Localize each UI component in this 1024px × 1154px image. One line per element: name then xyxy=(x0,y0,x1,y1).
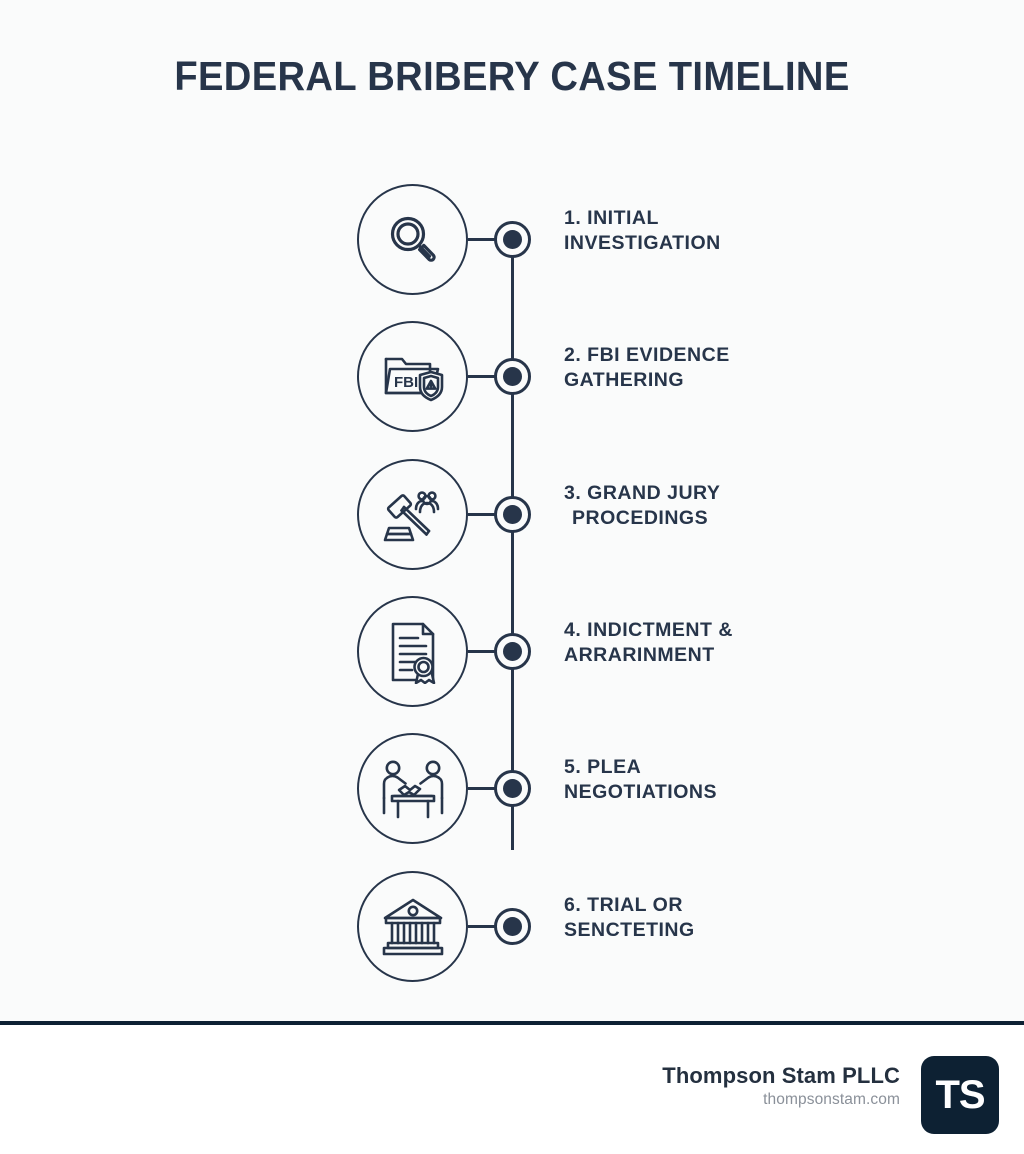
footer: Thompson Stam PLLC thompsonstam.com TS xyxy=(0,1025,1024,1154)
step-label-line2: NEGOTIATIONS xyxy=(564,781,717,803)
timeline-node-1[interactable] xyxy=(494,221,531,258)
node-dot xyxy=(503,917,522,936)
step-label-3: 3. GRAND JURY PROCEDINGS xyxy=(564,481,944,531)
timeline-node-3[interactable] xyxy=(494,496,531,533)
timeline-step-5[interactable]: 5. PLEA NEGOTIATIONS xyxy=(0,719,1024,844)
step-label-4: 4. INDICTMENT & ARRARINMENT xyxy=(564,618,944,668)
poster-canvas: FEDERAL BRIBERY CASE TIMELINE 1. INITIAL… xyxy=(0,53,1024,1000)
timeline-node-6[interactable] xyxy=(494,908,531,945)
node-dot xyxy=(503,230,522,249)
node-dot xyxy=(503,367,522,386)
timeline-step-1[interactable]: 1. INITIAL INVESTIGATION xyxy=(0,170,1024,295)
gavel-jury-icon xyxy=(357,459,468,570)
footer-divider xyxy=(0,1021,1024,1025)
timeline-step-6[interactable]: 6. TRIAL OR SENCTETING xyxy=(0,857,1024,982)
step-label-line2: GATHERING xyxy=(564,369,685,391)
firm-block: Thompson Stam PLLC thompsonstam.com xyxy=(662,1062,900,1110)
courthouse-icon xyxy=(357,871,468,982)
timeline-spine xyxy=(511,230,514,850)
firm-website[interactable]: thompsonstam.com xyxy=(763,1091,900,1108)
handshake-table-icon xyxy=(357,733,468,844)
step-connector xyxy=(468,925,496,928)
magnifying-glass-icon xyxy=(357,184,468,295)
timeline-step-3[interactable]: 3. GRAND JURY PROCEDINGS xyxy=(0,445,1024,570)
step-label-5: 5. PLEA NEGOTIATIONS xyxy=(564,755,944,805)
step-connector xyxy=(468,650,496,653)
step-connector xyxy=(468,513,496,516)
step-label-line1: 4. INDICTMENT & xyxy=(564,619,733,641)
timeline: 1. INITIAL INVESTIGATION FBI xyxy=(0,160,1024,1000)
step-connector xyxy=(468,238,496,241)
timeline-node-4[interactable] xyxy=(494,633,531,670)
node-dot xyxy=(503,505,522,524)
step-label-line1: 5. PLEA xyxy=(564,756,642,778)
timeline-step-2[interactable]: FBI 2. FBI EVIDENCE GATHERING xyxy=(0,307,1024,432)
svg-text:FBI: FBI xyxy=(394,374,418,391)
step-connector xyxy=(468,787,496,790)
step-label-line1: 3. GRAND JURY xyxy=(564,482,721,504)
step-label-line1: 1. INITIAL xyxy=(564,207,659,229)
timeline-step-4[interactable]: 4. INDICTMENT & ARRARINMENT xyxy=(0,582,1024,707)
fbi-folder-badge-icon: FBI xyxy=(357,321,468,432)
step-label-line2: SENCTETING xyxy=(564,919,695,941)
firm-name: Thompson Stam PLLC xyxy=(662,1063,900,1088)
step-label-line2: INVESTIGATION xyxy=(564,232,721,254)
node-dot xyxy=(503,642,522,661)
step-label-line2: ARRARINMENT xyxy=(564,644,715,666)
timeline-node-5[interactable] xyxy=(494,770,531,807)
step-label-6: 6. TRIAL OR SENCTETING xyxy=(564,893,944,943)
step-label-line2: PROCEDINGS xyxy=(572,507,709,529)
step-label-1: 1. INITIAL INVESTIGATION xyxy=(564,206,944,256)
step-label-line1: 6. TRIAL OR xyxy=(564,894,683,916)
step-label-line1: 2. FBI EVIDENCE xyxy=(564,344,730,366)
step-label-2: 2. FBI EVIDENCE GATHERING xyxy=(564,343,944,393)
page-title: FEDERAL BRIBERY CASE TIMELINE xyxy=(174,53,850,99)
document-seal-icon xyxy=(357,596,468,707)
timeline-node-2[interactable] xyxy=(494,358,531,395)
firm-logo: TS xyxy=(921,1056,999,1134)
node-dot xyxy=(503,779,522,798)
step-connector xyxy=(468,375,496,378)
